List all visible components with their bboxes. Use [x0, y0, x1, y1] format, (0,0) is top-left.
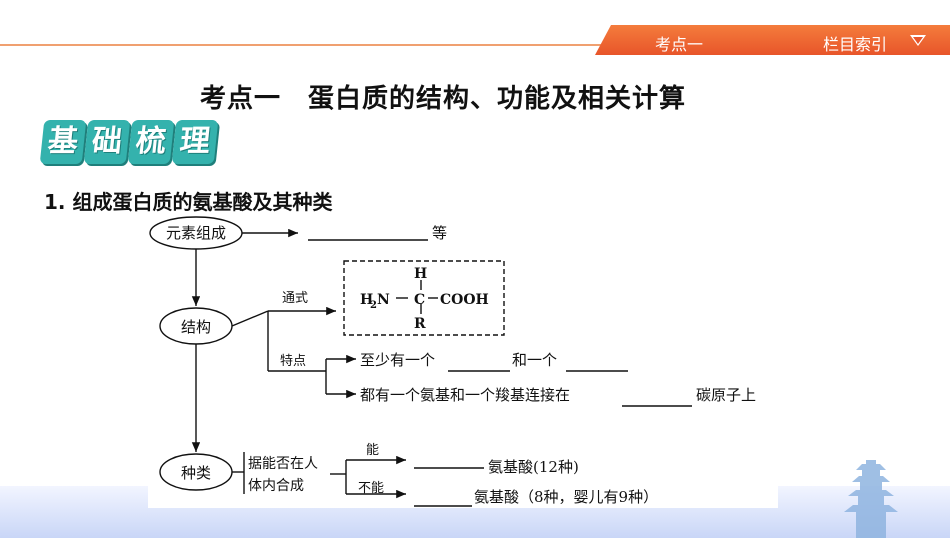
result-can: 氨基酸(12种) [488, 458, 579, 476]
node-types-label: 种类 [181, 464, 211, 482]
node-structure-label: 结构 [181, 318, 211, 336]
branch-cannot: 不能 [358, 481, 384, 496]
formula-subscript: 2 [370, 300, 377, 311]
branch-can: 能 [366, 443, 379, 458]
feature1-part-b: 和一个 [512, 351, 557, 369]
pagoda-icon [844, 460, 898, 538]
section-heading: 1. 组成蛋白质的氨基酸及其种类 [44, 190, 333, 214]
criteria-line1: 据能否在人 [248, 456, 318, 472]
formula-n: N [377, 292, 390, 308]
suffix-equal: 等 [432, 224, 447, 242]
label-feature: 特点 [280, 354, 306, 369]
node-elements-label: 元素组成 [166, 224, 226, 242]
feature1-part-a: 至少有一个 [360, 351, 435, 369]
formula-h-amine: H [360, 292, 373, 308]
criteria-line2: 体内合成 [248, 478, 304, 494]
header-divider-line [0, 44, 610, 46]
formula-r: R [414, 316, 426, 332]
badge-char-2: 础 [83, 120, 131, 164]
label-formula: 通式 [282, 291, 308, 306]
triangle-down-icon[interactable] [910, 35, 926, 46]
header-bar [595, 25, 950, 55]
formula-cooh: COOH [440, 292, 489, 308]
section-badge: 基 础 梳 理 [39, 120, 219, 164]
badge-char-4: 理 [171, 120, 219, 164]
tab-topic-1[interactable]: 考点一 [655, 35, 704, 54]
badge-char-3: 梳 [127, 120, 175, 164]
tab-index[interactable]: 栏目索引 [823, 35, 888, 54]
formula-c: C [414, 292, 425, 308]
feature2-part-a: 都有一个氨基和一个羧基连接在 [360, 386, 570, 404]
badge-char-1: 基 [39, 120, 87, 164]
formula-h-top: H [414, 266, 427, 282]
result-cannot: 氨基酸（8种，婴儿有9种） [474, 488, 658, 506]
page-title: 考点一 蛋白质的结构、功能及相关计算 [200, 84, 687, 114]
amino-acid-diagram: 元素组成 等 结构 通式 H H 2 N C COOH R 特点 至少有一个 和… [148, 216, 778, 508]
feature2-part-b: 碳原子上 [696, 386, 756, 404]
